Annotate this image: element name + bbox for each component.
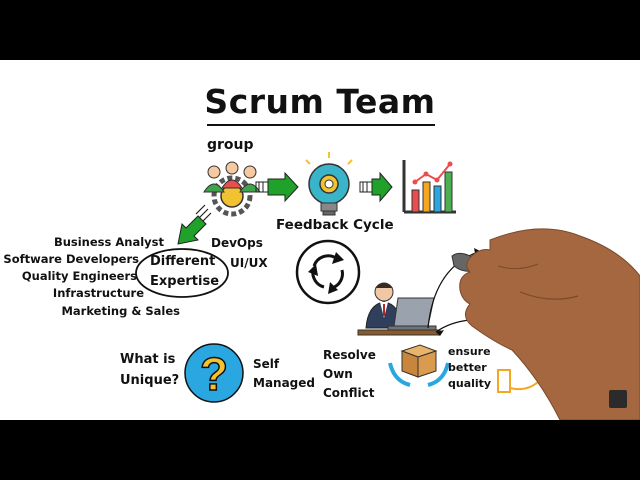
role-devops: DevOps [211, 236, 263, 250]
resolve-line2: Own [323, 367, 353, 381]
role-software-developers: Software Developers [3, 252, 139, 266]
hand-marker-icon [451, 228, 640, 420]
video-thumbnail-icon [609, 390, 627, 408]
self-managed-line1: Self [253, 357, 280, 371]
diagram-graphics: ? [135, 152, 640, 420]
role-infrastructure: Infrastructure [52, 286, 144, 300]
title-underline [207, 124, 435, 126]
resolve-line1: Resolve [323, 348, 376, 362]
whiteboard-canvas: Scrum Team [0, 60, 640, 420]
cycle-arrows-icon [295, 239, 361, 305]
unique-line2: Unique? [120, 373, 180, 388]
expertise-line2: Expertise [150, 274, 220, 289]
feedback-cycle-label: Feedback Cycle [276, 217, 394, 233]
question-mark-icon: ? [184, 343, 244, 403]
svg-text:?: ? [200, 348, 228, 400]
self-managed-line2: Managed [253, 376, 315, 390]
resolve-line3: Conflict [323, 386, 375, 400]
arrow-right-icon [359, 171, 393, 203]
arrow-right-icon [255, 171, 299, 203]
curved-arrow-quality-icon [435, 319, 471, 333]
arrow-down-left-icon [177, 204, 212, 245]
lightbulb-gear-icon [305, 152, 353, 216]
role-marketing-sales: Marketing & Sales [61, 304, 180, 318]
role-ui-ux: UI/UX [230, 256, 268, 270]
box-hands-icon [388, 344, 450, 387]
group-label: group [207, 137, 254, 153]
expertise-line1: Different [150, 254, 216, 269]
bar-chart-icon [402, 160, 456, 214]
unique-line1: What is [120, 352, 176, 367]
role-business-analyst: Business Analyst [53, 235, 164, 249]
page-title: Scrum Team [204, 82, 436, 121]
quality-line1: ensure [448, 345, 491, 358]
expertise-ellipse [135, 248, 229, 298]
businessman-laptop-icon [357, 282, 441, 336]
partial-orange-icon [497, 369, 539, 393]
quality-line3: quality [448, 377, 492, 390]
role-quality-engineers: Quality Engineers [21, 269, 137, 283]
quality-line2: better [448, 361, 487, 374]
people-gear-icon [203, 161, 261, 217]
